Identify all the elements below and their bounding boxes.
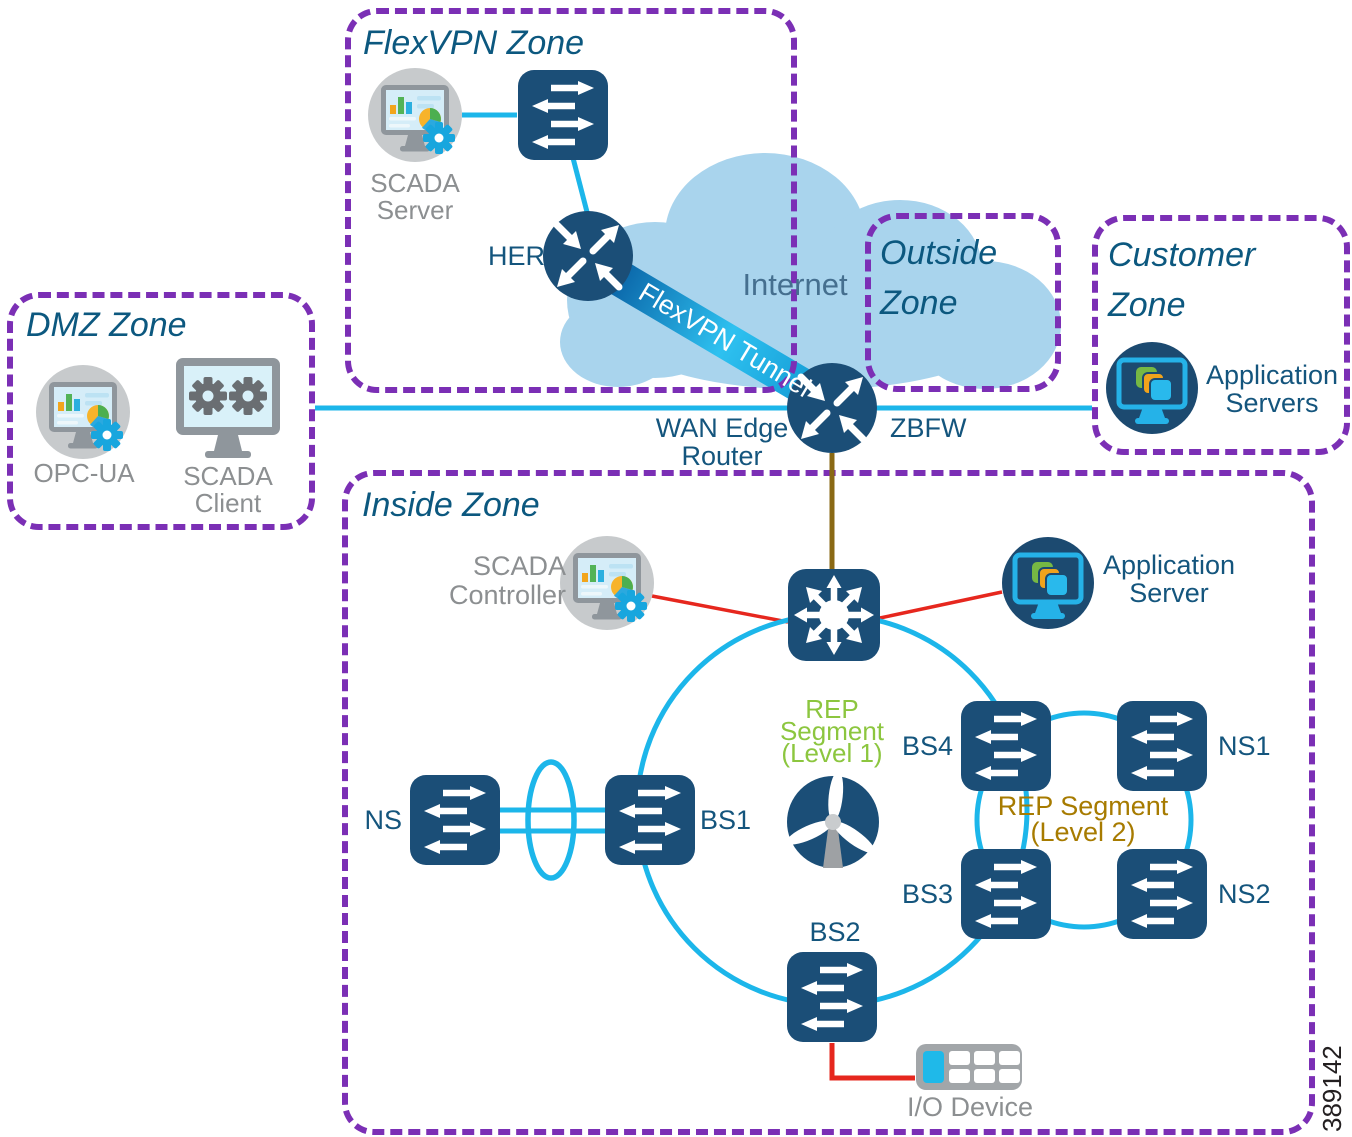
flexvpn-switch-icon xyxy=(518,70,608,160)
l3-switch-icon xyxy=(788,569,880,661)
customer-zone-title: Customer Zone xyxy=(1108,236,1256,324)
flexvpn-zone-border xyxy=(345,8,797,393)
internet-cloud xyxy=(560,153,1061,390)
link-l3switch-appserver xyxy=(879,590,1003,620)
scada-client-icon xyxy=(176,358,280,458)
ns1-switch-icon xyxy=(1117,701,1207,791)
io-device-icon xyxy=(916,1044,1022,1090)
scada-server-label: SCADA Server xyxy=(370,168,460,225)
customer-app-servers-icon xyxy=(1106,342,1198,434)
wan-edge-router-label: WAN Edge Router xyxy=(655,413,789,471)
opc-ua-icon xyxy=(36,365,130,459)
zbfw-label: ZBFW xyxy=(890,413,967,443)
bs2-label: BS2 xyxy=(809,917,861,947)
dmz-zone-border xyxy=(7,292,315,530)
her-label: HER xyxy=(487,241,545,271)
scada-client-label: SCADA Client xyxy=(183,461,273,518)
outside-zone-title: Outside Zone xyxy=(880,234,998,322)
scada-controller-icon xyxy=(560,536,654,630)
customer-app-servers-label: Application Servers xyxy=(1205,360,1339,418)
inside-app-server-icon xyxy=(1002,537,1094,629)
ns2-label: NS2 xyxy=(1218,879,1271,909)
etherchannel-bundle xyxy=(525,759,577,881)
figure-number: 389142 xyxy=(1317,1045,1347,1132)
link-bs2-iodevice xyxy=(829,1043,915,1081)
customer-zone-border xyxy=(1092,215,1350,455)
bs1-label: BS1 xyxy=(700,805,752,835)
rep-level2-label: REP Segment (Level 2) xyxy=(997,791,1169,847)
bs4-switch-icon xyxy=(961,701,1051,791)
inside-zone-title: Inside Zone xyxy=(362,486,540,524)
opc-ua-label: OPC-UA xyxy=(33,458,135,488)
wind-turbine-icon xyxy=(783,770,879,868)
inside-app-server-label: Application Server xyxy=(1102,550,1236,608)
her-router-icon xyxy=(543,211,633,301)
bs1-switch-icon xyxy=(605,775,695,865)
bs3-label: BS3 xyxy=(901,879,953,909)
scada-controller-label: SCADA Controller xyxy=(448,551,566,610)
ns-switch-icon xyxy=(410,775,500,865)
rep-ring-level2 xyxy=(974,710,1194,930)
internet-label: Internet xyxy=(742,267,848,302)
bs4-label: BS4 xyxy=(901,731,953,761)
flexvpn-zone-title: FlexVPN Zone xyxy=(363,24,585,62)
bs2-switch-icon xyxy=(787,952,877,1042)
ns2-switch-icon xyxy=(1117,849,1207,939)
io-device-label: I/O Device xyxy=(906,1092,1034,1122)
link-controller-l3switch xyxy=(651,594,789,624)
rep-level1-label: REP Segment (Level 1) xyxy=(779,694,885,768)
outside-zone-border xyxy=(865,213,1061,392)
bs3-switch-icon xyxy=(961,849,1051,939)
link-switch-her xyxy=(570,157,590,213)
scada-server-icon xyxy=(368,68,462,162)
ns-label: NS xyxy=(364,805,402,835)
inside-zone-border xyxy=(342,470,1315,1135)
dmz-zone-title: DMZ Zone xyxy=(26,306,187,344)
ns1-label: NS1 xyxy=(1218,731,1271,761)
